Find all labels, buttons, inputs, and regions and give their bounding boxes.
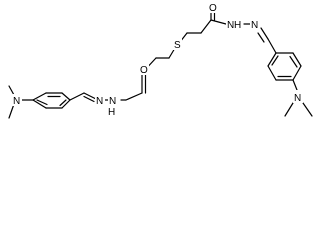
bond	[32, 99, 47, 109]
atom-h-hydrazide-left: H	[108, 107, 115, 118]
structure-svg: N N N H O S O N H N N	[8, 2, 313, 119]
atom-h-hydrazide-right: H	[234, 20, 241, 31]
atom-n-hydrazide-right-a: N	[227, 20, 234, 31]
bond	[267, 52, 277, 67]
atom-n-left: N	[13, 96, 20, 107]
bond	[61, 99, 71, 109]
bond	[292, 79, 298, 91]
bond	[267, 65, 277, 81]
bond	[125, 92, 143, 101]
bond	[32, 92, 47, 101]
bond	[260, 27, 269, 40]
left-dimethylamino-group	[8, 85, 34, 119]
bond	[289, 55, 298, 68]
atom-n-hydrazide-left-a: N	[96, 96, 103, 107]
bond	[61, 92, 71, 101]
bond	[59, 99, 67, 107]
atom-labels: N N N H O S O N H N N	[12, 2, 303, 118]
bond	[83, 92, 97, 100]
bond	[8, 85, 15, 96]
bond	[36, 99, 48, 106]
atom-n-hydrazide-left-b: N	[109, 96, 116, 107]
molecule-diagram: N N N H O S O N H N N	[8, 2, 313, 119]
bond	[69, 92, 85, 101]
bond	[267, 38, 277, 54]
atom-n-right: N	[294, 93, 301, 104]
bond	[302, 102, 313, 117]
bond	[271, 55, 279, 66]
left-hydrazone-linker	[69, 72, 147, 103]
bond	[292, 65, 302, 81]
left-benzene-ring	[32, 92, 71, 109]
bond	[284, 102, 294, 117]
bond	[257, 32, 265, 43]
atom-n-hydrazide-right-b: N	[251, 20, 258, 31]
bond	[83, 95, 95, 103]
right-benzene-ring	[267, 52, 302, 81]
bond	[210, 19, 227, 25]
right-hydrazone-linker	[210, 9, 277, 54]
atom-o-right: O	[209, 3, 217, 14]
bond	[292, 52, 302, 67]
atom-o-left: O	[140, 65, 148, 76]
bond	[8, 103, 15, 119]
atom-s-center: S	[174, 40, 181, 51]
bond	[200, 19, 212, 34]
right-dimethylamino-group	[284, 79, 313, 117]
